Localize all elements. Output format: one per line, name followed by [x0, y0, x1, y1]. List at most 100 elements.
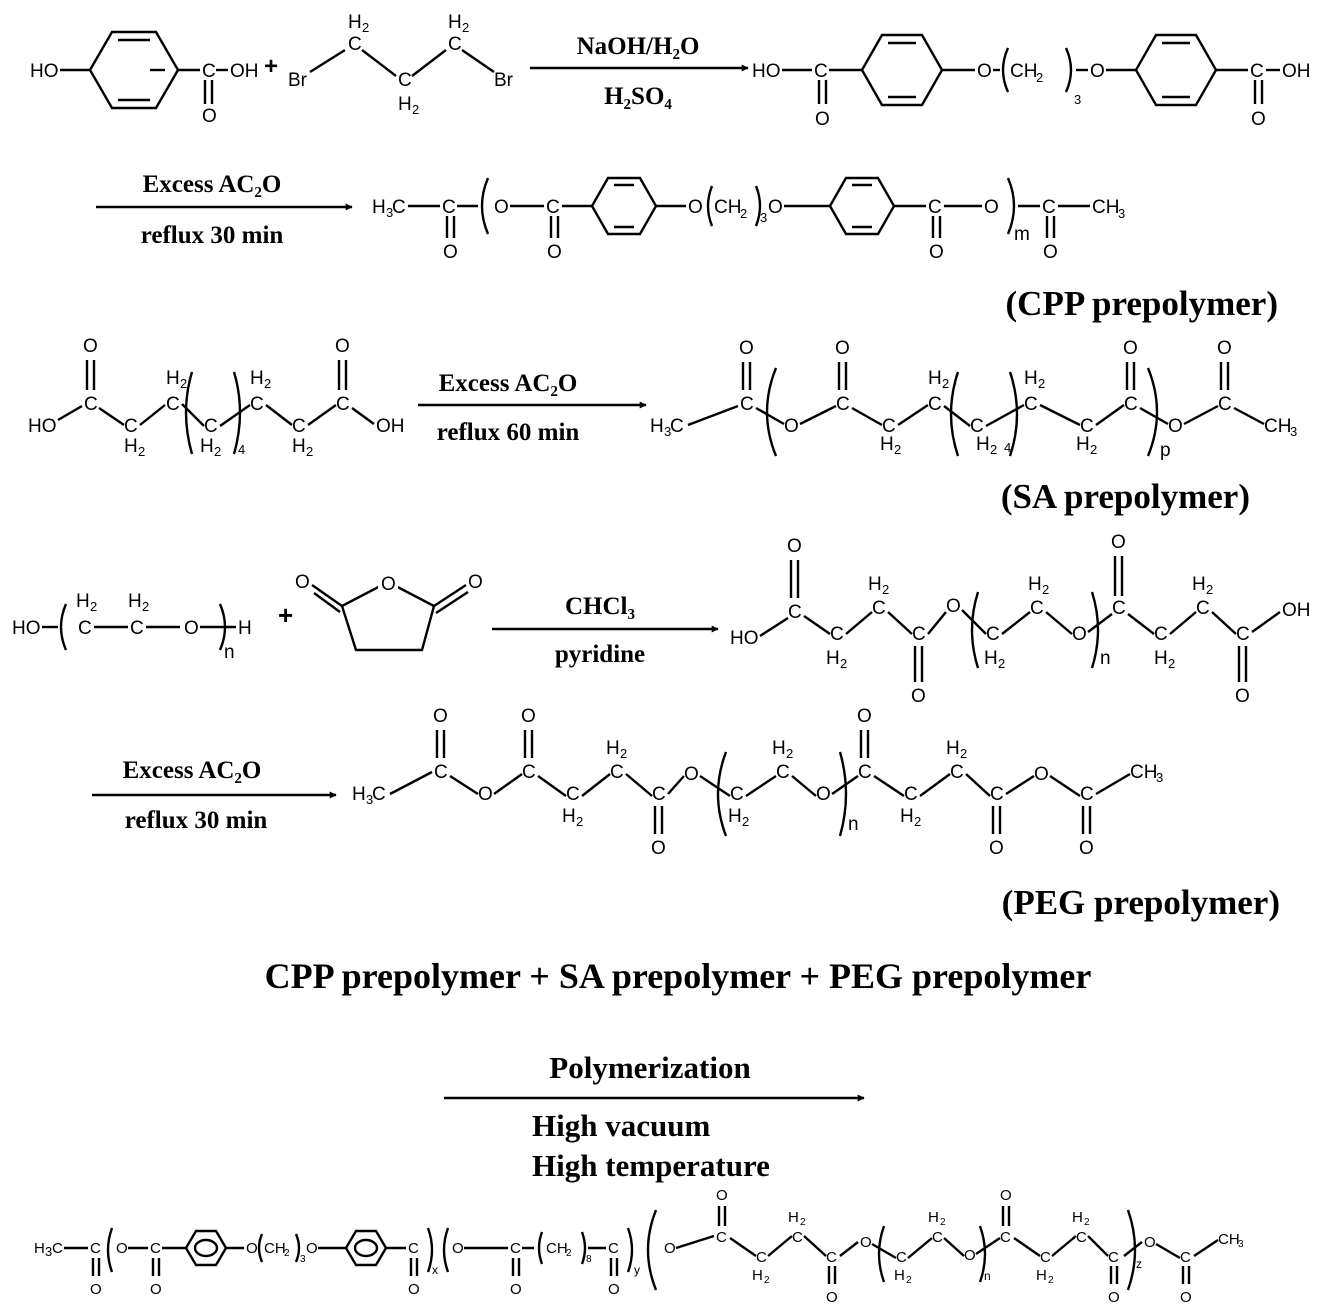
plus-sign-2: +: [278, 600, 293, 630]
svg-text:4: 4: [238, 442, 245, 457]
svg-text:O: O: [688, 197, 703, 218]
svg-text:O: O: [510, 1281, 522, 1298]
svg-text:O: O: [608, 1281, 620, 1298]
arrow-step-5: Excess AC₂O reflux 30 min: [92, 757, 337, 834]
svg-text:C: C: [1108, 1249, 1119, 1266]
svg-text:C: C: [84, 394, 98, 415]
combination-line: CPP prepolymer + SA prepolymer + PEG pre…: [265, 956, 1092, 996]
svg-text:O: O: [664, 1240, 676, 1257]
svg-text:C: C: [776, 762, 790, 783]
svg-text:OH: OH: [230, 61, 259, 82]
svg-text:OH: OH: [1282, 61, 1311, 82]
svg-text:C: C: [1024, 394, 1038, 415]
svg-text:OH: OH: [376, 416, 405, 437]
svg-text:O: O: [246, 1240, 258, 1257]
high-vacuum-label: High vacuum: [532, 1108, 710, 1143]
svg-text:O: O: [911, 686, 926, 707]
svg-text:H: H: [292, 436, 306, 457]
svg-text:3: 3: [386, 205, 393, 220]
svg-text:O: O: [1072, 624, 1087, 645]
svg-text:H: H: [352, 784, 366, 805]
svg-text:2: 2: [1090, 442, 1097, 457]
svg-text:C: C: [1112, 598, 1126, 619]
svg-text:HO: HO: [28, 416, 57, 437]
svg-text:H: H: [880, 434, 894, 455]
svg-text:2: 2: [914, 814, 921, 829]
svg-text:2: 2: [90, 599, 97, 614]
svg-text:C: C: [250, 394, 264, 415]
svg-text:O: O: [1079, 838, 1094, 859]
svg-text:n: n: [224, 642, 235, 663]
step1-condition-above: NaOH/H₂O: [577, 33, 700, 60]
svg-text:O: O: [835, 338, 850, 359]
svg-text:C: C: [826, 1249, 837, 1266]
svg-text:2: 2: [786, 746, 793, 761]
svg-text:2: 2: [1036, 70, 1043, 85]
svg-text:H: H: [562, 806, 576, 827]
svg-text:O: O: [1235, 686, 1250, 707]
svg-text:O: O: [860, 1234, 872, 1251]
svg-text:O: O: [1123, 338, 1138, 359]
svg-text:2: 2: [1206, 582, 1213, 597]
svg-text:H: H: [372, 197, 386, 218]
svg-text:O: O: [768, 197, 783, 218]
svg-text:C: C: [1042, 197, 1056, 218]
svg-text:3: 3: [1118, 206, 1125, 221]
svg-text:2: 2: [764, 1275, 770, 1286]
svg-text:H: H: [1028, 574, 1042, 595]
arrow-step-2: Excess AC₂O reflux 30 min: [96, 171, 353, 249]
svg-text:H: H: [1036, 1267, 1047, 1284]
svg-text:OH: OH: [1282, 600, 1311, 621]
svg-text:H: H: [250, 368, 264, 389]
svg-text:3: 3: [1238, 1239, 1244, 1250]
svg-text:3: 3: [1074, 92, 1081, 107]
svg-text:H: H: [448, 12, 462, 33]
svg-text:CH: CH: [1010, 61, 1037, 82]
svg-text:C: C: [78, 618, 92, 639]
arrow-step-3: Excess AC₂O reflux 60 min: [418, 370, 647, 446]
svg-text:3: 3: [45, 1244, 52, 1259]
svg-text:C: C: [1040, 1249, 1051, 1266]
svg-text:HO: HO: [30, 61, 59, 82]
svg-text:O: O: [1108, 1289, 1120, 1306]
svg-text:C: C: [52, 1240, 63, 1257]
svg-text:O: O: [929, 242, 944, 263]
svg-text:3: 3: [664, 424, 671, 439]
svg-text:O: O: [1144, 1234, 1156, 1251]
svg-text:CH: CH: [1130, 762, 1157, 783]
svg-text:2: 2: [990, 442, 997, 457]
svg-text:O: O: [815, 109, 830, 130]
step4-condition-below: pyridine: [555, 641, 645, 668]
svg-text:O: O: [494, 197, 509, 218]
svg-text:C: C: [1196, 598, 1210, 619]
svg-text:2: 2: [284, 1248, 290, 1259]
svg-text:2: 2: [138, 444, 145, 459]
svg-text:CH: CH: [264, 1240, 286, 1257]
svg-text:O: O: [857, 706, 872, 727]
svg-text:O: O: [202, 106, 217, 127]
svg-text:H: H: [928, 368, 942, 389]
svg-text:m: m: [1014, 224, 1030, 245]
svg-text:C: C: [830, 624, 844, 645]
svg-text:y: y: [634, 1263, 640, 1277]
svg-text:H: H: [1024, 368, 1038, 389]
svg-text:O: O: [433, 706, 448, 727]
svg-text:2: 2: [1038, 376, 1045, 391]
svg-text:O: O: [946, 596, 961, 617]
step5-condition-above: Excess AC₂O: [123, 757, 262, 784]
svg-text:2: 2: [306, 444, 313, 459]
svg-text:CH: CH: [1218, 1231, 1240, 1248]
svg-text:H: H: [348, 12, 362, 33]
svg-text:3: 3: [366, 792, 373, 807]
svg-text:O: O: [826, 1289, 838, 1306]
svg-text:C: C: [740, 394, 754, 415]
svg-text:O: O: [1168, 416, 1183, 437]
svg-text:2: 2: [566, 1248, 572, 1259]
arrow-polymerization: Polymerization High vacuum High temperat…: [444, 1050, 865, 1183]
svg-text:8: 8: [586, 1254, 592, 1265]
svg-text:C: C: [730, 784, 744, 805]
